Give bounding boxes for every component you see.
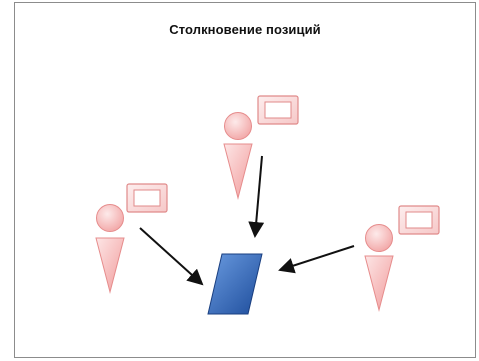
person-head-right <box>365 224 393 252</box>
speech-sign-top-inner <box>264 101 292 119</box>
arrow-from-right <box>278 245 355 274</box>
target-parallelogram <box>207 253 263 315</box>
speech-sign-right-inner <box>405 211 433 229</box>
person-figure-left <box>95 183 168 294</box>
person-body-top <box>223 143 253 200</box>
person-figure-top <box>223 95 299 200</box>
person-body-right <box>364 255 394 312</box>
person-head-top <box>224 112 252 140</box>
slide-title: Столкновение позиций <box>169 22 321 37</box>
person-body-left <box>95 237 125 294</box>
arrow-from-top <box>248 155 265 238</box>
arrow-from-left <box>139 227 204 286</box>
person-figure-right <box>364 205 440 312</box>
speech-sign-left-inner <box>133 189 161 207</box>
person-head-left <box>96 204 124 232</box>
